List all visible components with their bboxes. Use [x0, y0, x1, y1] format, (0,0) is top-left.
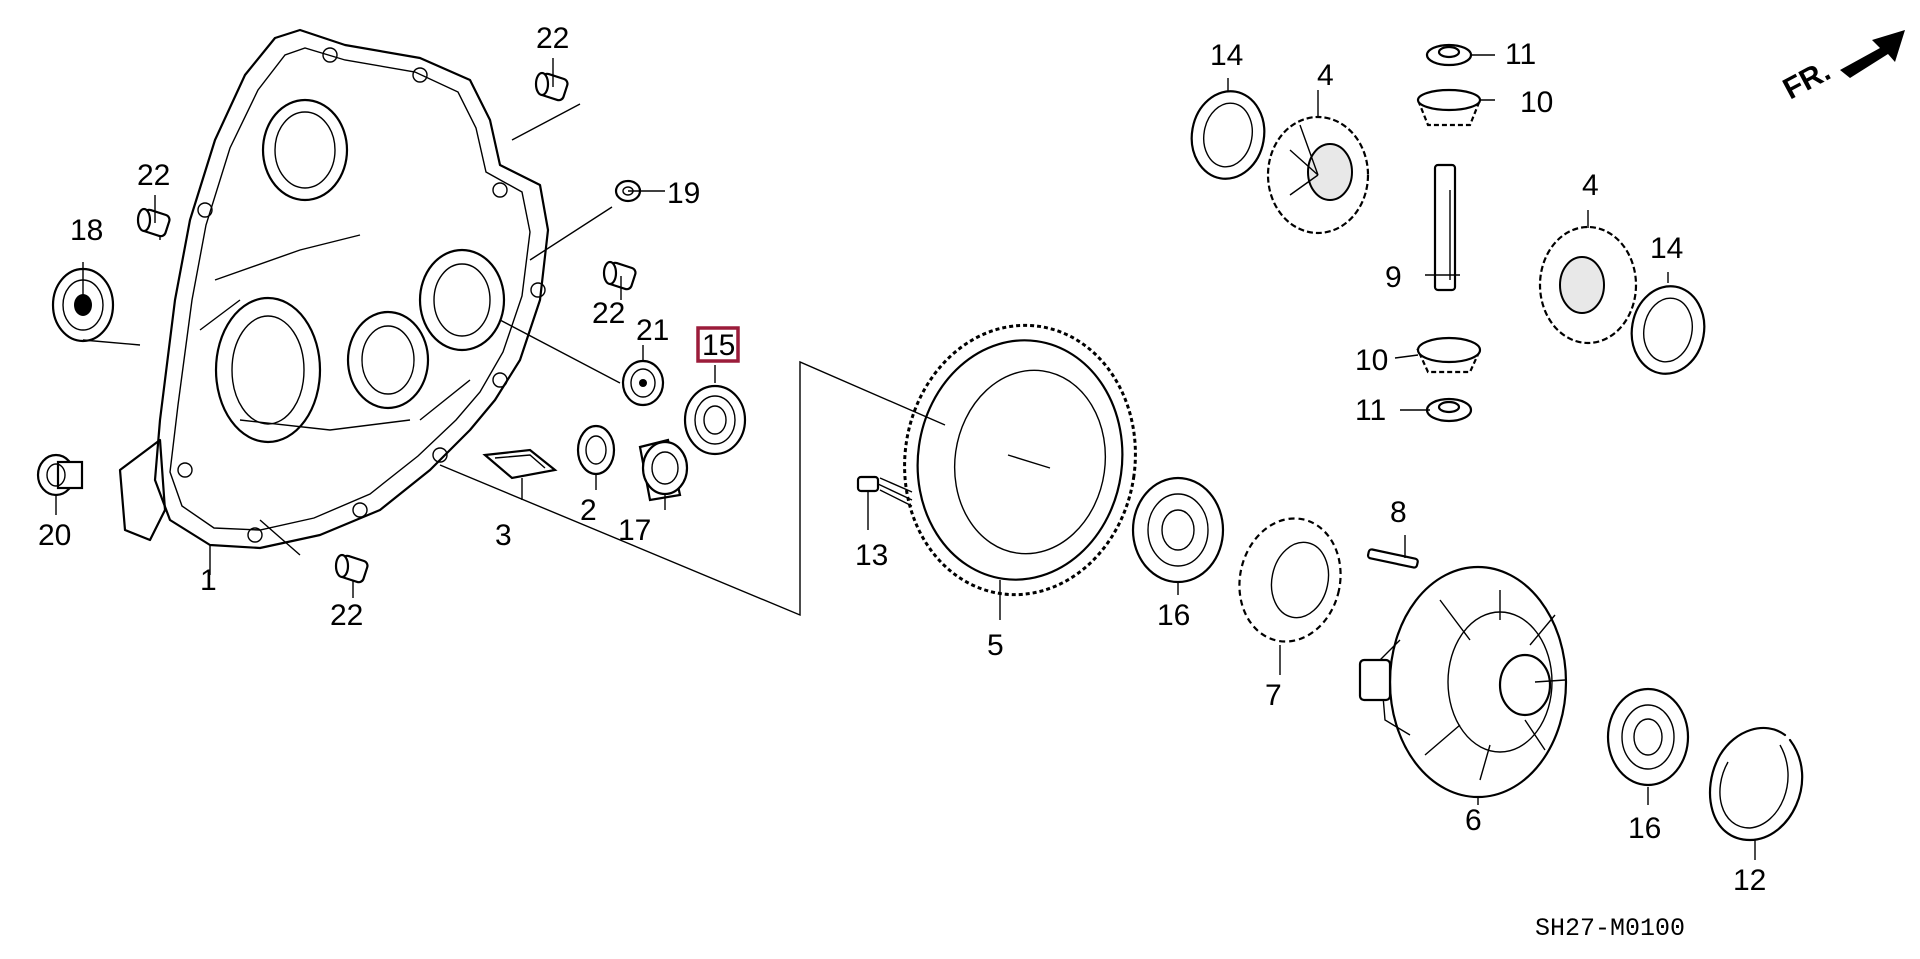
callout-14b: 14 — [1650, 232, 1683, 265]
callout-6: 6 — [1465, 804, 1482, 837]
callout-10a: 10 — [1520, 86, 1553, 119]
ball-bearing-15[interactable] — [683, 384, 747, 456]
pulser-ring-7[interactable] — [1228, 509, 1352, 651]
callout-11b: 11 — [1355, 394, 1386, 427]
callout-2: 2 — [580, 494, 597, 527]
callout-22d: 22 — [330, 599, 363, 632]
callout-17: 17 — [618, 514, 651, 547]
pinion-gear-10a[interactable] — [1416, 88, 1482, 127]
callout-4a: 4 — [1317, 59, 1334, 92]
transmission-housing[interactable] — [118, 28, 550, 550]
highlight-box-15 — [696, 326, 740, 363]
front-direction-arrow: FR. — [1778, 30, 1905, 106]
callout-20: 20 — [38, 519, 71, 552]
bearing-16a[interactable] — [1131, 476, 1225, 584]
diagram-code: SH27-M0100 — [1535, 914, 1685, 943]
leader-lines — [55, 54, 1756, 860]
magnet-3[interactable] — [482, 448, 558, 480]
bearing-21[interactable] — [621, 359, 665, 407]
callout-16a: 16 — [1157, 599, 1190, 632]
callout-15: 15 — [702, 329, 735, 362]
callout-3: 3 — [495, 519, 512, 552]
snap-ring-12[interactable] — [1708, 726, 1804, 842]
needle-bearing-17[interactable] — [638, 438, 689, 502]
roll-pin-8[interactable] — [1366, 548, 1419, 569]
callout-22c: 22 — [592, 297, 625, 330]
callout-22b: 22 — [137, 159, 170, 192]
callout-9: 9 — [1385, 261, 1402, 294]
callout-7: 7 — [1265, 679, 1282, 712]
pinion-gear-10b[interactable] — [1416, 336, 1482, 374]
washer-11b[interactable] — [1425, 397, 1473, 423]
callout-19: 19 — [667, 177, 700, 210]
bearing-16b[interactable] — [1606, 687, 1690, 787]
callout-5: 5 — [987, 629, 1004, 662]
pinion-shaft-9[interactable] — [1433, 163, 1457, 292]
dowel-pin-22d[interactable] — [334, 553, 369, 584]
callout-13: 13 — [855, 539, 888, 572]
side-gear-4b[interactable] — [1538, 225, 1638, 345]
washer-11a[interactable] — [1425, 43, 1473, 67]
front-direction-label: FR. — [1778, 54, 1836, 106]
callout-11a: 11 — [1505, 38, 1536, 71]
callout-10b: 10 — [1355, 344, 1388, 377]
callout-14a: 14 — [1210, 39, 1243, 72]
bearing-2[interactable] — [576, 424, 616, 476]
final-driven-gear-5[interactable] — [887, 310, 1152, 609]
callout-8: 8 — [1390, 496, 1407, 529]
callout-1: 1 — [200, 564, 217, 597]
side-gear-4a[interactable] — [1266, 115, 1370, 235]
callout-21: 21 — [636, 314, 669, 347]
callout-labels: 1 2 3 4 4 5 6 7 8 9 10 10 11 11 12 13 14… — [38, 22, 1766, 943]
plug-20[interactable] — [36, 453, 84, 497]
differential-case-6[interactable] — [1358, 565, 1568, 799]
callout-22a: 22 — [536, 22, 569, 55]
callout-12: 12 — [1733, 864, 1766, 897]
thrust-washer-14b[interactable] — [1625, 280, 1711, 379]
callout-4b: 4 — [1582, 169, 1599, 202]
callout-16b: 16 — [1628, 812, 1661, 845]
thrust-washer-14a[interactable] — [1185, 85, 1271, 184]
bolt-13[interactable] — [856, 475, 913, 507]
callout-18: 18 — [70, 214, 103, 247]
